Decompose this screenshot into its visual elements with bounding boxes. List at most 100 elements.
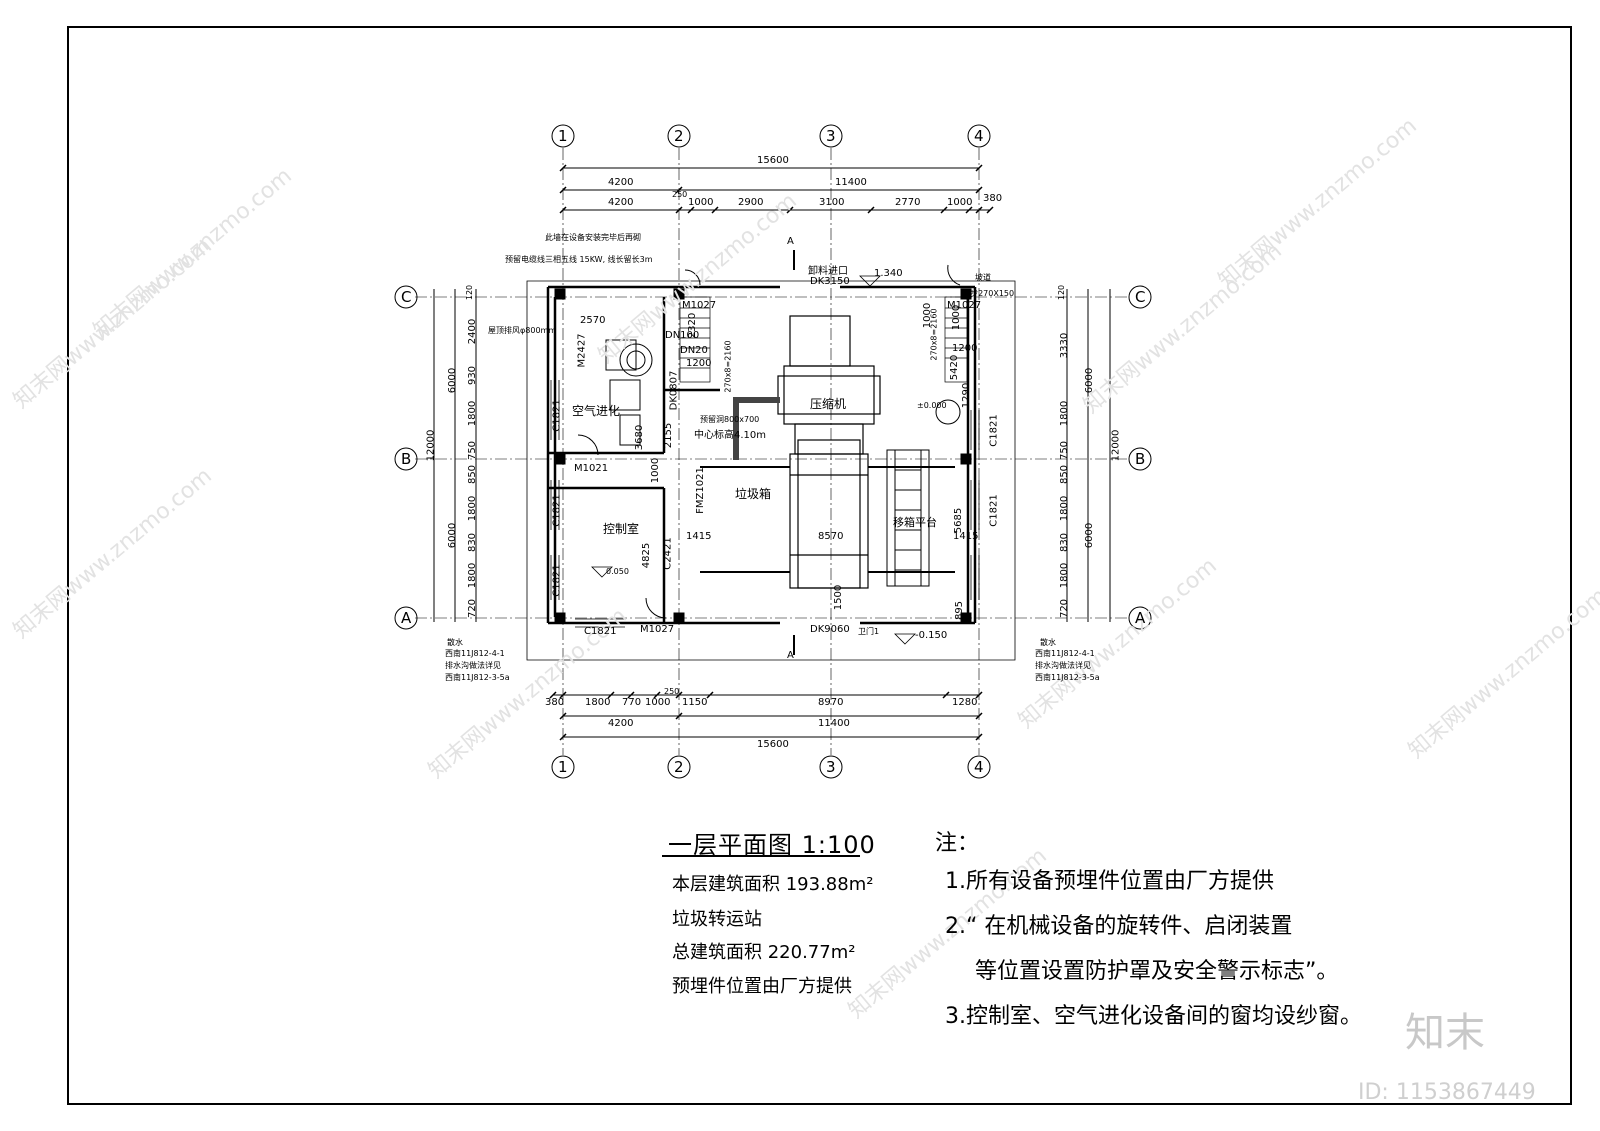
door-m1027-bottom: M1027 <box>640 624 675 635</box>
axis-bubble-1-top <box>551 124 575 148</box>
window-c1821: C1821 <box>551 494 563 527</box>
dim-5420: 5420 <box>949 354 961 381</box>
axis-bubble-3-top <box>819 124 843 148</box>
dim-right-inner: 3330 <box>1059 332 1071 359</box>
dim-left-mid: 6000 <box>447 522 459 549</box>
dim-1415-right: 1415 <box>953 531 979 542</box>
pipe-dn100: DN100 <box>665 330 700 341</box>
dim-top-row3: 1000 <box>947 197 973 208</box>
note-line: 2.“ 在机械设备的旋转件、启闭装置 <box>945 914 1293 939</box>
notes-title: 注： <box>935 831 980 856</box>
dim-left-inner: 850 <box>467 464 479 485</box>
dim-1000: 1000 <box>922 302 934 329</box>
dim-bottom-row1: 250 <box>664 687 680 696</box>
axis-bubble-1-bottom <box>551 755 575 779</box>
dim-left-inner: 120 <box>465 284 475 301</box>
axis-label-b-right: B <box>1135 450 1146 468</box>
level-pit: ±0.000 <box>917 401 947 410</box>
room-control-label: 控制室 <box>603 522 640 536</box>
dim-right-mid: 6000 <box>1084 367 1096 394</box>
dim-5685: 5685 <box>953 507 965 534</box>
axis-label-2-bottom: 2 <box>674 758 684 776</box>
door-label-bottom: 卫门1 <box>858 627 880 636</box>
door-m2427: M2427 <box>576 333 588 368</box>
dim-left-inner: 1800 <box>467 400 479 427</box>
stair-left-dim: 270x8=2160 <box>723 340 733 393</box>
dim-bottom-row1: 1000 <box>645 697 671 708</box>
dim-4825: 4825 <box>641 542 653 569</box>
dim-top-row3: 250 <box>672 190 688 199</box>
dim-8570: 8570 <box>818 531 844 542</box>
stair-right-note: 8步270X150 <box>965 289 1015 298</box>
dim-bottom-row1: 8970 <box>818 697 844 708</box>
sheet-border <box>67 26 1572 1105</box>
door-dk9060: DK9060 <box>810 624 850 635</box>
door-dk3150: DK3150 <box>810 276 850 287</box>
ref-left-4: 西南11J812-3-5a <box>445 673 510 682</box>
section-mark-bottom: A <box>787 650 794 661</box>
platform-label: 移箱平台 <box>893 516 937 529</box>
dim-bottom-row1: 1280 <box>952 697 978 708</box>
note-line: 1.所有设备预埋件位置由厂方提供 <box>945 869 1274 894</box>
dim-1500: 1500 <box>833 584 845 611</box>
window-c1821: C1821 <box>584 626 617 637</box>
dim-1415-left: 1415 <box>686 531 712 542</box>
drawing-title: 一层平面图 1:100 <box>668 831 876 859</box>
level-top: 1.340 <box>874 268 903 279</box>
dim-1000b: 1000 <box>650 457 662 484</box>
axis-label-2-top: 2 <box>674 127 684 145</box>
cable-note: 预留电缆线三相五线 15KW, 线长留长3m <box>505 255 653 264</box>
dim-top-row3: 4200 <box>608 197 634 208</box>
axis-bubble-2-top <box>667 124 691 148</box>
window-c1821-right: C1821 <box>988 494 1000 527</box>
ref-right-2: 西南11J812-4-1 <box>1035 649 1095 658</box>
info-line: 垃圾转运站 <box>672 909 762 930</box>
ramp-label: 坡道 <box>975 273 991 282</box>
ref-left-3: 排水沟做法详见 <box>445 661 501 670</box>
dim-bottom-row1: 1800 <box>585 697 611 708</box>
container-label: 垃圾箱 <box>735 487 772 501</box>
brand-logo: 知末 <box>1405 1010 1485 1056</box>
dim-2320: 2320 <box>687 312 699 339</box>
door-m1027-top: M1027 <box>682 300 717 311</box>
dim-right-inner: 120 <box>1057 284 1067 301</box>
opening-dk0807: DK0807 <box>668 370 680 411</box>
axis-label-1-top: 1 <box>558 127 568 145</box>
dim-left-inner: 1800 <box>467 495 479 522</box>
dim-bottom-total: 15600 <box>757 739 789 750</box>
dim-left-inner: 720 <box>467 598 479 619</box>
axis-bubble-4-bottom <box>967 755 991 779</box>
axis-label-4-top: 4 <box>974 127 984 145</box>
dim-1000r: 1000 <box>951 304 963 331</box>
image-id: ID: 1153867449 <box>1358 1080 1536 1105</box>
info-line: 总建筑面积 220.77m² <box>672 942 856 963</box>
dim-bottom-row1: 380 <box>545 697 565 708</box>
axis-label-3-top: 3 <box>826 127 836 145</box>
axis-bubble-2-bottom <box>667 755 691 779</box>
ref-left-1: 散水 <box>447 638 463 647</box>
dim-895: 895 <box>954 600 966 621</box>
dim-1290: 1290 <box>961 382 973 409</box>
exhaust-note: 屋顶排风φ800mm <box>488 326 557 335</box>
dim-left-inner: 1800 <box>467 562 479 589</box>
dim-top-row2: 11400 <box>835 177 867 188</box>
dim-right-inner: 1800 <box>1059 495 1071 522</box>
dim-left-inner: 750 <box>467 440 479 461</box>
note-line: 等位置设置防护罩及安全警示标志”。 <box>975 959 1339 984</box>
dim-top-row2: 4200 <box>608 177 634 188</box>
axis-label-a-right: A <box>1135 609 1146 627</box>
dim-right-inner: 720 <box>1059 598 1071 619</box>
axis-label-a-left: A <box>401 609 412 627</box>
dim-bottom-row1: 770 <box>622 697 642 708</box>
dim-bottom-row1: 1150 <box>682 697 708 708</box>
dim-left-mid: 6000 <box>447 367 459 394</box>
dim-3680: 3680 <box>634 424 646 451</box>
dim-right-inner: 750 <box>1059 440 1071 461</box>
note-line: 3.控制室、空气进化设备间的窗均设纱窗。 <box>945 1004 1362 1029</box>
dim-bottom-row2: 11400 <box>818 718 850 729</box>
axis-label-c-left: C <box>401 288 412 306</box>
section-mark-top: A <box>787 236 794 247</box>
window-c1821: C1821 <box>551 564 563 597</box>
dim-right-inner: 1800 <box>1059 562 1071 589</box>
